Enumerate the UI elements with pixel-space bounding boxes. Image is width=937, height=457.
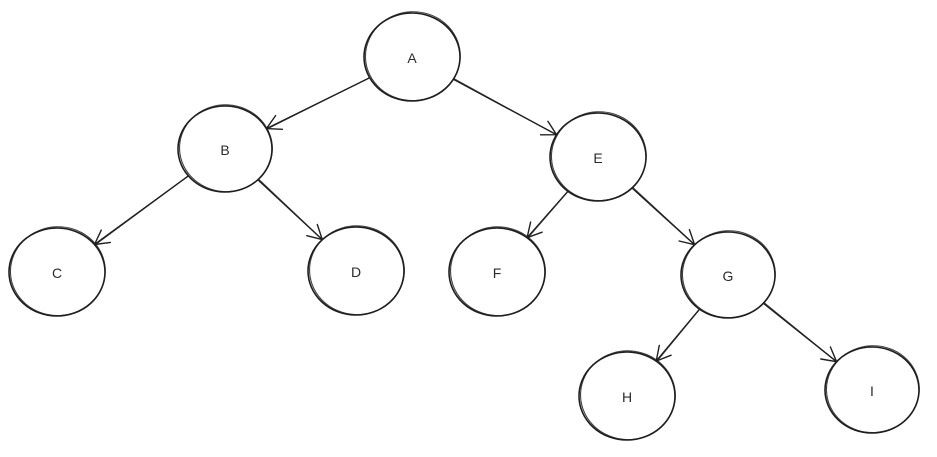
- node-circle-sketch: [825, 345, 920, 434]
- node-D: D: [307, 225, 405, 316]
- edge-line-sketch: [763, 302, 838, 363]
- node-circle-sketch: [178, 104, 273, 193]
- edge-line-sketch: [453, 78, 558, 136]
- node-circle-sketch: [681, 230, 776, 319]
- edge-B-C: [93, 174, 190, 246]
- edge-B-D: [257, 178, 324, 241]
- edge-E-F: [526, 190, 570, 239]
- edge-E-G: [631, 186, 696, 246]
- node-label: D: [351, 264, 361, 280]
- node-label: G: [723, 268, 734, 284]
- edge-line-sketch: [632, 186, 696, 246]
- edge-line-sketch: [94, 174, 190, 246]
- node-label: F: [493, 265, 502, 281]
- node-circle-sketch: [550, 111, 647, 202]
- edges-layer: [93, 76, 838, 363]
- node-C: C: [8, 226, 106, 317]
- edge-G-I: [762, 302, 838, 363]
- node-label: A: [407, 50, 417, 66]
- edge-line-sketch: [258, 178, 324, 241]
- nodes-layer: A B C D E F G H I: [8, 11, 920, 441]
- node-circle-sketch: [308, 225, 405, 316]
- edge-A-B: [265, 76, 371, 130]
- node-label: C: [52, 265, 62, 281]
- node-F: F: [448, 226, 546, 317]
- node-label: H: [622, 389, 632, 405]
- node-I: I: [824, 345, 920, 434]
- edge-line-sketch: [656, 308, 701, 363]
- node-B: B: [177, 104, 273, 193]
- node-circle-sketch: [364, 11, 461, 102]
- node-G: G: [680, 230, 776, 319]
- node-label: E: [593, 150, 602, 166]
- node-circle-sketch: [9, 226, 106, 317]
- node-H: H: [578, 350, 676, 441]
- edge-line-sketch: [266, 76, 371, 130]
- edge-A-E: [452, 78, 558, 136]
- node-E: E: [549, 111, 647, 202]
- edge-G-H: [655, 308, 701, 363]
- node-A: A: [363, 11, 461, 102]
- node-circle-sketch: [449, 226, 546, 317]
- node-circle-sketch: [579, 350, 676, 441]
- edge-line-sketch: [527, 190, 570, 239]
- node-label: I: [870, 383, 874, 399]
- node-label: B: [220, 142, 229, 158]
